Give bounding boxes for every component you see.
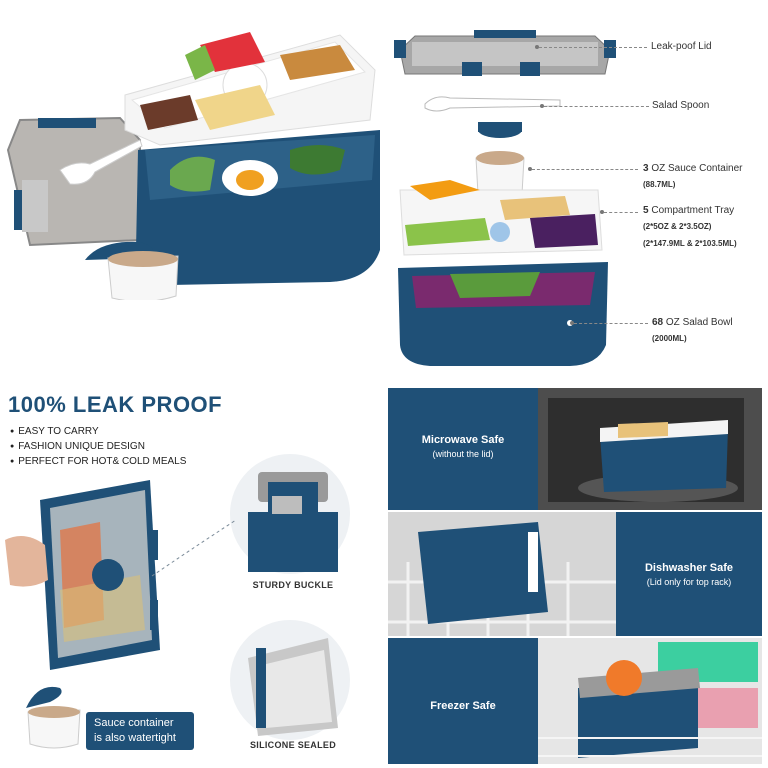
label-tray-ml: (2*147.9ML & 2*103.5ML): [643, 239, 737, 248]
dishwasher-subtitle: (Lid only for top rack): [646, 577, 732, 587]
hand-image: [5, 536, 48, 587]
bowl-part: [398, 262, 608, 366]
dishwasher-panel: Dishwasher Safe (Lid only for top rack): [616, 512, 762, 636]
microwave-panel: Microwave Safe (without the lid): [388, 388, 538, 510]
sauce-text: OZ Sauce Container: [648, 163, 743, 174]
dishwasher-title: Dishwasher Safe: [644, 562, 734, 574]
label-bowl: 68 OZ Salad Bowl: [652, 317, 733, 328]
sauce-part: [475, 122, 525, 198]
held-container-image: [5, 480, 160, 670]
bowl-oz: 68: [652, 317, 664, 328]
buckle-detail-image: [230, 454, 350, 574]
badge-line-2: is also watertight: [94, 732, 176, 744]
sauce-watertight-badge: Sauce container is also watertight: [86, 712, 194, 750]
sauce-cup-image: [85, 241, 179, 300]
bowl-text: OZ Salad Bowl: [663, 317, 733, 328]
leak-proof-headline: 100% LEAK PROOF: [8, 392, 223, 417]
freezer-title: Freezer Safe: [430, 700, 496, 712]
tray-num: 5: [643, 205, 649, 216]
label-sauce: 3 OZ Sauce Container: [643, 163, 743, 174]
badge-line-1: Sauce container: [94, 717, 174, 729]
sauce-oz: 3: [643, 163, 649, 174]
label-lid: Leak-poof Lid: [651, 41, 712, 52]
lid-part: [394, 30, 616, 76]
bullet-item: FASHION UNIQUE DESIGN: [10, 439, 186, 454]
bullet-item: PERFECT FOR HOT& COLD MEALS: [10, 454, 186, 469]
label-sauce-ml: (88.7ML): [643, 180, 676, 189]
bowl-image: [136, 130, 380, 285]
feature-bullets: EASY TO CARRY FASHION UNIQUE DESIGN PERF…: [10, 424, 186, 469]
label-tray-oz: (2*5OZ & 2*3.5OZ): [643, 222, 712, 231]
microwave-photo: [538, 388, 762, 510]
product-photo: [6, 32, 380, 300]
exploded-diagram: [394, 30, 616, 366]
label-tray: 5 Compartment Tray: [643, 205, 734, 216]
dishwasher-photo: [388, 512, 616, 636]
seal-detail-image: [230, 620, 350, 740]
caption-buckle: STURDY BUCKLE: [252, 580, 334, 590]
label-spoon: Salad Spoon: [652, 100, 710, 111]
label-bowl-ml: (2000ML): [652, 334, 687, 343]
bullet-item: EASY TO CARRY: [10, 424, 186, 439]
microwave-title: Microwave Safe: [421, 434, 505, 446]
microwave-subtitle: (without the lid): [432, 449, 494, 459]
tray-part: [399, 180, 603, 256]
tray-text: Compartment Tray: [648, 205, 735, 216]
caption-sealed: SILICONE SEALED: [249, 740, 336, 750]
small-sauce-cup-image: [26, 686, 81, 749]
freezer-photo: [538, 638, 762, 764]
spoon-image: [59, 139, 143, 185]
tray-image: [124, 32, 376, 146]
connector-line: [151, 519, 237, 577]
freezer-panel: Freezer Safe: [388, 638, 538, 764]
